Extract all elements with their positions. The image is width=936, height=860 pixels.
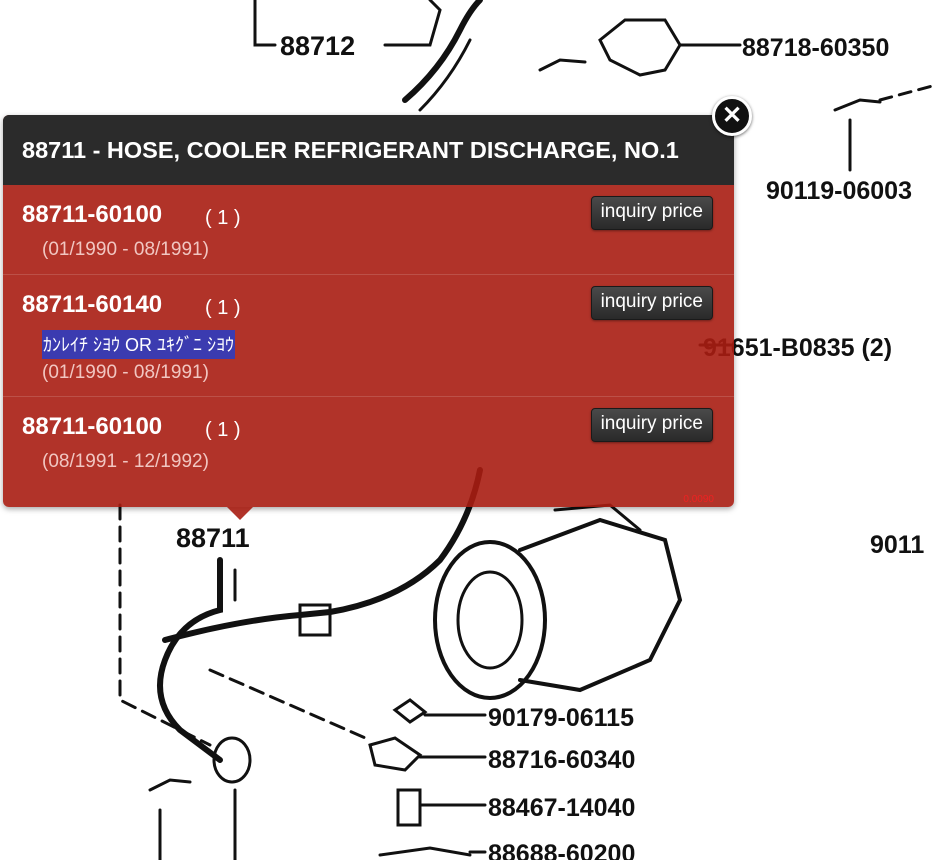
part-row: 88711-60100 ( 1 ) (01/1990 - 08/1991) in… [3,185,734,275]
close-icon[interactable]: ✕ [712,96,752,136]
part-row: 88711-60140 ( 1 ) ｶﾝﾚｲﾁ ｼﾖｳ OR ﾕｷｸﾞﾆ ｼﾖｳ… [3,275,734,397]
part-row: 88711-60100 ( 1 ) (08/1991 - 12/1992) in… [3,397,734,507]
part-date-range: (08/1991 - 12/1992) [42,451,209,472]
part-number: 88711-60100 [22,201,163,228]
inquiry-price-button[interactable]: inquiry price [590,196,713,230]
diagram-label-90179-06115: 90179-06115 [488,704,634,732]
diagram-label-90119-06003: 90119-06003 [766,177,912,205]
diagram-label-88688-60200: 88688-60200 [488,840,635,860]
footer-code: 0.0090 [683,494,714,505]
part-date-range: (01/1990 - 08/1991) [42,362,209,383]
popup-header: 88711 - HOSE, COOLER REFRIGERANT DISCHAR… [3,115,734,185]
part-quantity: ( 1 ) [205,419,241,441]
part-quantity: ( 1 ) [205,297,241,319]
part-note: ｶﾝﾚｲﾁ ｼﾖｳ OR ﾕｷｸﾞﾆ ｼﾖｳ [42,330,236,359]
diagram-label-88712: 88712 [280,31,355,61]
part-date-range: (01/1990 - 08/1991) [42,239,209,260]
part-number: 88711-60100 [22,413,163,440]
part-quantity: ( 1 ) [205,207,241,229]
diagram-label-88716-60340: 88716-60340 [488,746,635,774]
diagram-label-88711: 88711 [176,523,250,553]
popup-pointer [227,507,253,520]
popup-title: 88711 - HOSE, COOLER REFRIGERANT DISCHAR… [22,136,679,163]
part-number: 88711-60140 [22,291,163,318]
inquiry-price-button[interactable]: inquiry price [590,286,713,320]
part-info-popup: 88711 - HOSE, COOLER REFRIGERANT DISCHAR… [3,96,752,520]
diagram-label-88467-14040: 88467-14040 [488,794,635,822]
diagram-label-88718-60350: 88718-60350 [742,34,889,62]
inquiry-price-button[interactable]: inquiry price [590,408,713,442]
diagram-label-9011: 9011 [870,531,924,559]
diagram-label-91651-b0835: 91651-B0835 (2) [703,334,892,362]
